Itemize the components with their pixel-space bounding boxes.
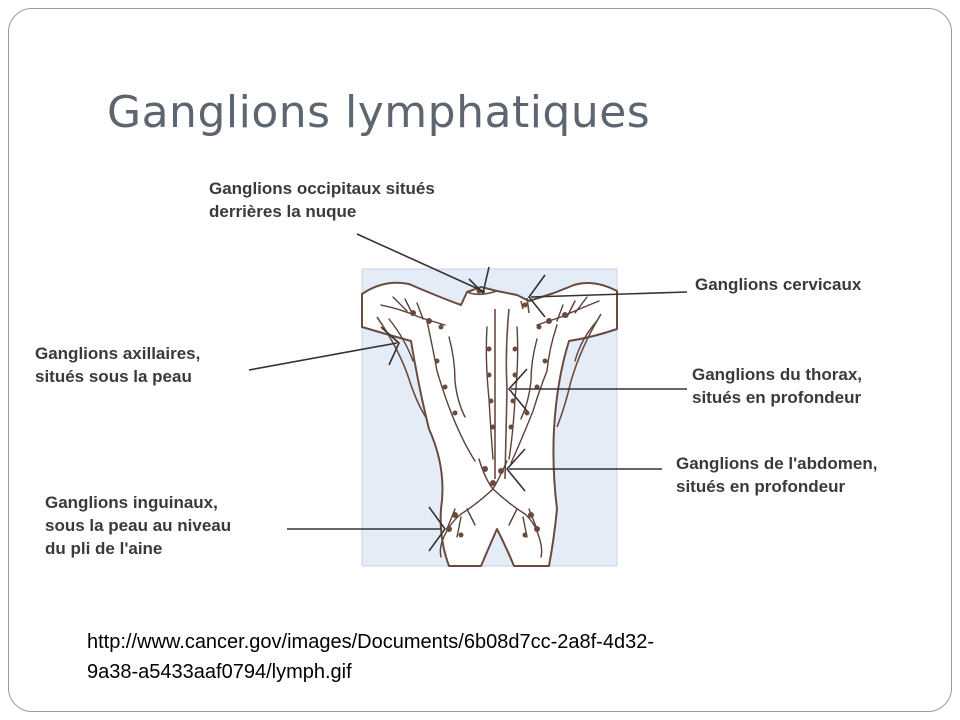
slide-title: Ganglions lymphatiques [107,87,651,138]
arrow-occipitaux [356,233,486,293]
source-url[interactable]: http://www.cancer.gov/images/Documents/6… [87,627,787,687]
label-inguinaux-line1: Ganglions inguinaux, [45,493,218,512]
slide: Ganglions lymphatiques [8,8,952,712]
label-cervicaux-line1: Ganglions cervicaux [695,275,862,294]
label-axillaires: Ganglions axillaires, situés sous la pea… [35,342,200,388]
lymph-nodes [410,288,568,538]
arrow-axillaires [248,342,398,371]
label-abdomen-line1: Ganglions de l'abdomen, [676,454,878,473]
label-axillaires-line1: Ganglions axillaires, [35,344,201,363]
label-thorax-line1: Ganglions du thorax, [692,365,863,384]
label-axillaires-line2: situés sous la peau [35,367,192,386]
leader-lines [248,233,688,552]
label-inguinaux-line2: sous la peau au niveau [45,516,232,535]
source-url-line1[interactable]: http://www.cancer.gov/images/Documents/6… [87,631,654,653]
source-url-line2[interactable]: 9a38-a5433aaf0794/lymph.gif [87,661,352,683]
label-thorax: Ganglions du thorax, situés en profondeu… [692,363,862,409]
body-contours [376,290,602,480]
lymph-node-diagram [248,233,688,567]
label-abdomen: Ganglions de l'abdomen, situés en profon… [676,452,877,498]
body-outline [361,281,618,567]
label-cervicaux: Ganglions cervicaux [695,273,861,296]
label-inguinaux-line3: du pli de l'aine [45,539,163,558]
lymph-vessels [380,296,600,558]
arrow-cervicaux [530,291,688,298]
label-occipitaux-line1: Ganglions occipitaux situés [209,179,435,198]
label-abdomen-line2: situés en profondeur [676,477,846,496]
label-occipitaux-line2: derrières la nuque [209,202,357,221]
label-thorax-line2: situés en profondeur [692,388,862,407]
label-inguinaux: Ganglions inguinaux, sous la peau au niv… [45,491,231,560]
label-occipitaux: Ganglions occipitaux situés derrières la… [209,177,435,223]
